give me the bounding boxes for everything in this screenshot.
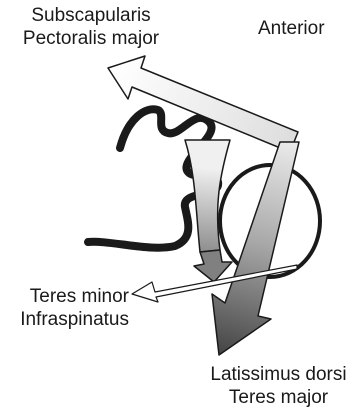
label-posterior-muscles: Teres minor Infraspinatus: [0, 285, 129, 331]
label-anterior: Anterior: [258, 17, 325, 40]
label-infraspinatus: Infraspinatus: [0, 308, 129, 331]
label-pectoralis-major: Pectoralis major: [4, 27, 178, 50]
label-latissimus-dorsi: Latissimus dorsi: [196, 363, 361, 386]
label-teres-major: Teres major: [196, 386, 361, 409]
arrow-posterior-down: [194, 250, 232, 282]
label-teres-minor: Teres minor: [0, 285, 129, 308]
label-anterior-muscles: Subscapularis Pectoralis major: [4, 4, 178, 50]
label-inferior-muscles: Latissimus dorsi Teres major: [196, 363, 361, 409]
label-subscapularis: Subscapularis: [4, 4, 178, 27]
